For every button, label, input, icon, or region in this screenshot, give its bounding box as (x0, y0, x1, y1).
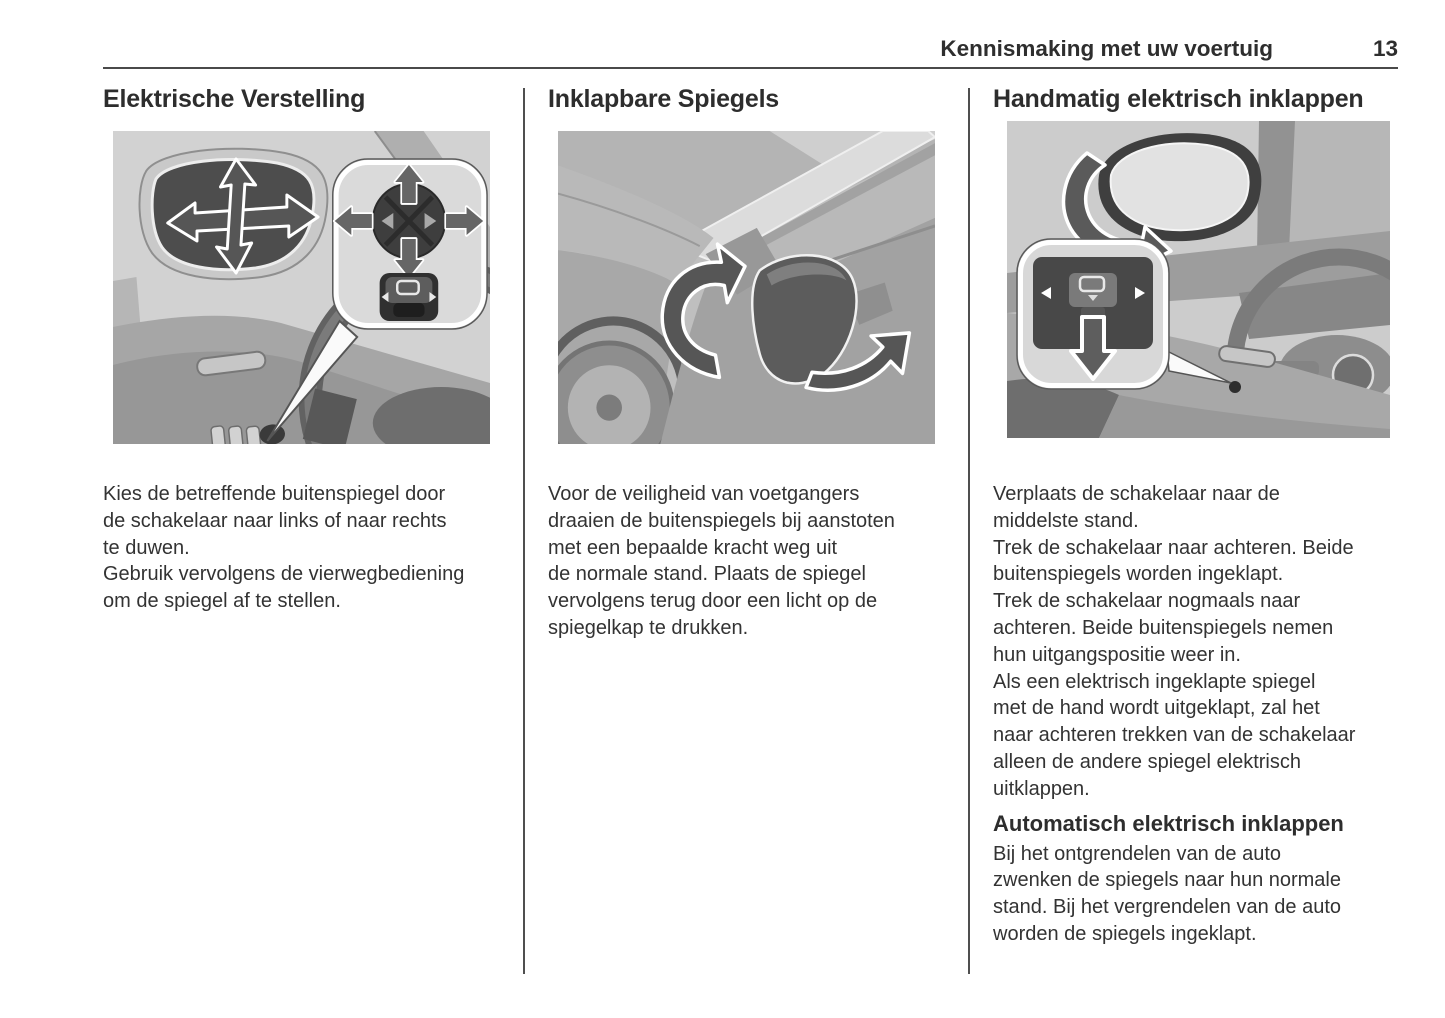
mirror-glyph-icon (395, 279, 420, 296)
select-right-triangle-icon (429, 292, 437, 302)
chapter-title: Kennismaking met uw voertuig (940, 36, 1273, 61)
folding-switch-illustration (1007, 121, 1390, 438)
up-arrow-icon (393, 163, 425, 205)
pad-left-arrow-icon (381, 213, 394, 229)
mirror-switch-on-door (1229, 381, 1241, 393)
subsection-heading: Automatisch elektrisch inklappen (993, 810, 1344, 836)
mirror-folding-drawing (558, 131, 935, 444)
fold-in-curved-arrow-icon (660, 242, 747, 380)
pad-right-arrow-icon (424, 213, 437, 229)
left-triangle-icon (1041, 287, 1051, 299)
section-heading: Handmatig elektrisch inklappen (993, 85, 1364, 113)
switch-callout-bubble (1016, 238, 1170, 390)
right-triangle-icon (1135, 287, 1145, 299)
window-switch-bank (210, 424, 285, 444)
control-callout-bubble (332, 158, 488, 330)
mirror-folding-illustration (558, 131, 935, 444)
door-window (752, 155, 935, 285)
section-heading: Elektrische Verstelling (103, 85, 366, 113)
paragraph: Bij het ontgrendelen van de auto zwenken… (993, 842, 1342, 945)
fold-out-curved-arrow-icon (804, 331, 912, 392)
left-arrow-icon (332, 205, 374, 237)
section-folding-mirrors: Inklapbare Spiegels (548, 84, 945, 974)
a-pillar (1257, 121, 1295, 255)
exterior-mirror (1098, 133, 1262, 242)
direction-arrows (332, 163, 485, 279)
page-number: 13 (1372, 36, 1398, 61)
mirror-select-switch (379, 273, 439, 321)
down-arrow-icon (393, 237, 425, 279)
small-down-triangle-icon (1088, 295, 1098, 301)
vertical-adjust-arrow-icon (215, 157, 258, 275)
paragraph: Als een elektrisch ingeklapte spiegel me… (993, 670, 1356, 800)
mirror-glyph-icon (1078, 275, 1106, 293)
front-wheel (558, 316, 687, 444)
a-pillar (671, 131, 935, 264)
right-arrow-icon (444, 205, 485, 237)
column-divider (523, 88, 525, 974)
hood (558, 165, 714, 285)
paragraph: Voor de veiligheid van voetgangers draai… (548, 483, 895, 639)
section-power-adjustment: Elektrische Verstelling (103, 84, 500, 974)
paragraph: Trek de schakelaar nogmaals naar achtere… (993, 590, 1334, 666)
pull-down-arrow-icon (1069, 315, 1117, 381)
mirror-adjustment-drawing (113, 131, 490, 444)
content-columns: Elektrische Verstelling (103, 84, 1390, 974)
door-handle (196, 350, 267, 377)
paragraph: Verplaats de schakelaar naar de middelst… (993, 483, 1280, 532)
section-manual-electric-folding: Handmatig elektrisch inklappen (993, 84, 1390, 974)
section-heading: Inklapbare Spiegels (548, 85, 780, 113)
exterior-mirror (138, 147, 329, 281)
paragraph: Trek de schakelaar naar achteren. Beide … (993, 536, 1354, 586)
folding-switch-drawing (1007, 121, 1390, 438)
page-header: Kennismaking met uw voertuig 13 (103, 0, 1398, 69)
door-handle (1218, 345, 1276, 368)
callout-pointer (266, 319, 359, 442)
column-divider (968, 88, 970, 974)
select-left-triangle-icon (381, 292, 389, 302)
paragraph: Gebruik vervolgens de vierwegbediening o… (103, 563, 465, 613)
paragraph: Kies de betreffende buitenspiegel door d… (103, 483, 447, 559)
mirror-adjustment-illustration (113, 131, 490, 444)
